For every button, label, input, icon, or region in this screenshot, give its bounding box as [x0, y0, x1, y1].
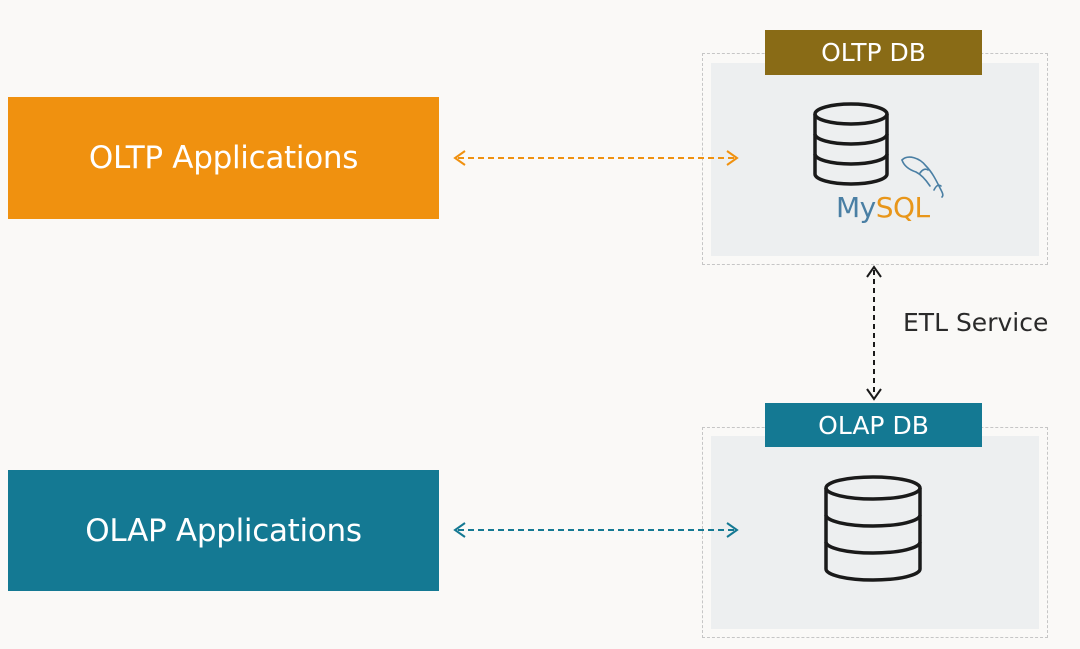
oltp-db-panel: [711, 63, 1039, 256]
olap-db-panel: [711, 436, 1039, 629]
oltp-db-title: OLTP DB: [765, 30, 982, 75]
olap-connection-arrow: [453, 522, 739, 538]
oltp-applications-box: OLTP Applications: [8, 97, 439, 219]
mysql-logo-sql: SQL: [875, 191, 930, 224]
etl-service-label: ETL Service: [903, 308, 1049, 337]
olap-applications-label: OLAP Applications: [85, 512, 362, 549]
olap-applications-box: OLAP Applications: [8, 470, 439, 591]
etl-connection-arrow: [866, 265, 882, 401]
olap-db-title: OLAP DB: [765, 403, 982, 447]
olap-db-title-text: OLAP DB: [818, 410, 929, 440]
oltp-db-title-text: OLTP DB: [821, 38, 926, 67]
oltp-connection-arrow: [453, 150, 739, 166]
oltp-applications-label: OLTP Applications: [88, 140, 359, 176]
mysql-logo-text: MySQL: [836, 191, 930, 224]
mysql-logo-my: My: [836, 191, 876, 224]
